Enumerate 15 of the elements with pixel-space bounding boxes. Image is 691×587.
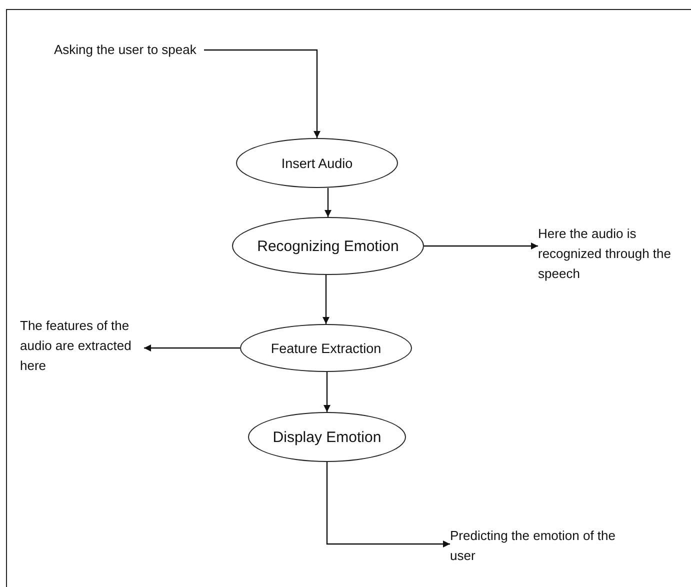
arrow <box>322 275 330 324</box>
process-label: Recognizing Emotion <box>257 238 399 254</box>
annotation-text: Here the audio is recognized through the speech <box>538 225 672 283</box>
arrow <box>324 188 332 217</box>
annotation-text: The features of the audio are extracted here <box>20 317 132 375</box>
annotation-text: Asking the user to speak <box>54 41 196 59</box>
annotation-text: Predicting the emotion of the user <box>450 527 616 565</box>
process-label: Insert Audio <box>281 156 353 170</box>
arrow <box>424 242 538 250</box>
arrow <box>144 344 240 352</box>
arrow <box>326 462 450 548</box>
process-label: Feature Extraction <box>270 340 382 356</box>
arrow <box>204 49 320 138</box>
arrow <box>324 372 330 412</box>
process-label: Display Emotion <box>272 428 382 446</box>
